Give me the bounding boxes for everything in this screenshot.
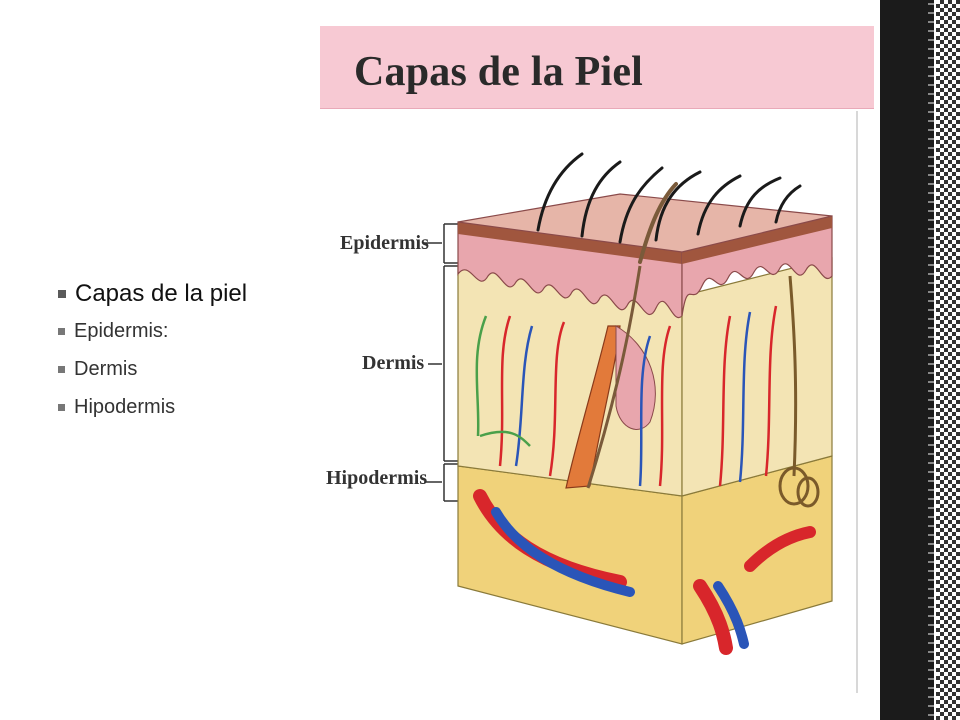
bullet-dermis: Dermis bbox=[58, 350, 247, 388]
bullet-label: Capas de la piel bbox=[75, 280, 248, 307]
square-bullet-icon bbox=[58, 290, 66, 298]
bullet-label: Dermis bbox=[74, 357, 138, 380]
figure-title-band: Capas de la Piel bbox=[320, 26, 874, 109]
label-epidermis: Epidermis bbox=[340, 232, 429, 254]
label-dermis: Dermis bbox=[362, 352, 424, 374]
label-hipodermis: Hipodermis bbox=[326, 467, 427, 489]
skin-block-side bbox=[681, 215, 833, 645]
bullet-hipodermis: Hipodermis bbox=[58, 388, 247, 426]
skin-layers-diagram: Epidermis Dermis Hipodermis bbox=[326, 152, 833, 655]
figure-title: Capas de la Piel bbox=[354, 49, 644, 95]
border-dark-band bbox=[880, 0, 934, 720]
bullet-epidermis: Epidermis: bbox=[58, 312, 247, 350]
skin-surface bbox=[457, 193, 833, 253]
sweat-gland bbox=[778, 275, 820, 508]
bullet-label: Epidermis: bbox=[74, 319, 169, 342]
skin-figure-panel: Capas de la Piel Epidermis Dermis Hipode… bbox=[320, 26, 874, 696]
decorative-border bbox=[874, 0, 960, 720]
hair-follicle bbox=[565, 265, 656, 489]
skin-block-front bbox=[457, 221, 683, 645]
panel-edge bbox=[856, 111, 858, 693]
blood-vessels bbox=[473, 489, 816, 655]
square-bullet-icon bbox=[58, 327, 65, 335]
bullet-list: Capas de la piel Epidermis: Dermis Hipod… bbox=[58, 276, 247, 426]
hairs bbox=[536, 152, 802, 264]
capillaries bbox=[475, 305, 778, 487]
square-bullet-icon bbox=[58, 403, 65, 411]
bullet-label: Hipodermis bbox=[74, 395, 176, 418]
border-checker-pattern bbox=[936, 0, 960, 720]
bullet-capas: Capas de la piel bbox=[58, 276, 247, 312]
square-bullet-icon bbox=[58, 365, 65, 373]
layer-brackets bbox=[424, 223, 458, 502]
